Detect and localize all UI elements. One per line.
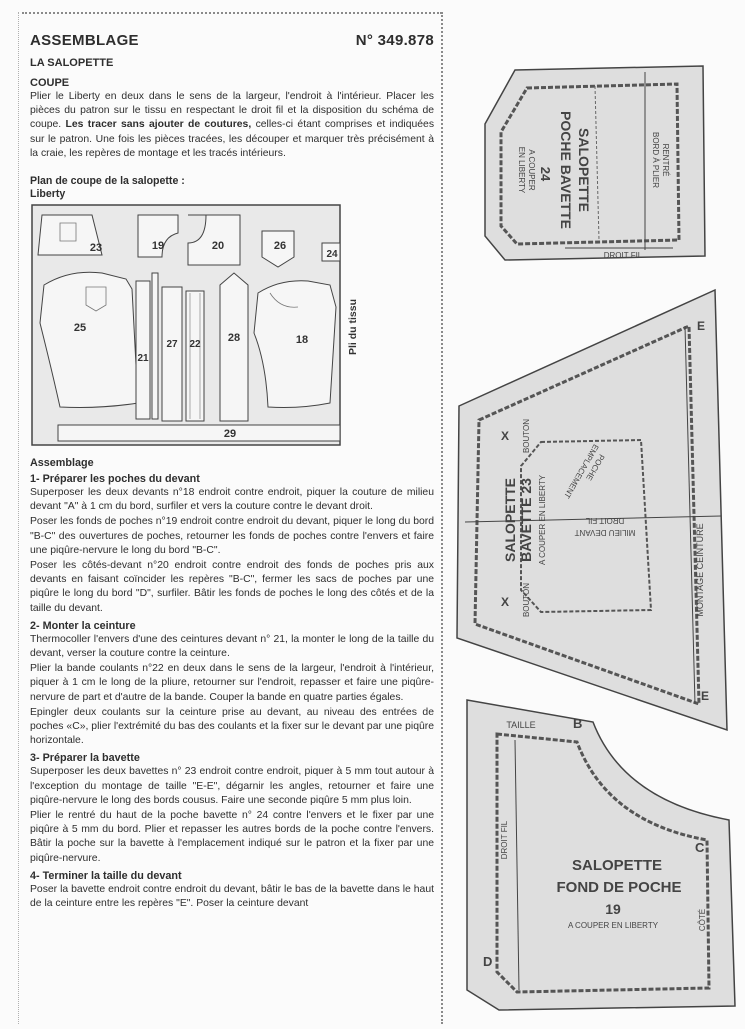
piece-24 <box>321 242 341 262</box>
piece-21 <box>135 280 151 420</box>
cut-line-top <box>22 12 442 14</box>
piece-label: 28 <box>228 332 240 344</box>
fold-label: Pli du tissu <box>347 299 359 355</box>
step1-text: Poser les côtés-devant n°20 endroit cont… <box>30 560 434 614</box>
piece-23-bouton-top: BOUTON <box>522 419 531 453</box>
step4-heading: 4- Terminer la taille du devant <box>30 869 182 882</box>
piece-23-grain: DROIT FIL <box>585 516 624 525</box>
piece-19-d: D <box>483 954 492 969</box>
piece-19-taille: TAILLE <box>506 720 535 730</box>
piece-19-line1: SALOPETTE <box>572 857 662 874</box>
step2-heading: 2- Monter la ceinture <box>30 619 136 632</box>
cutting-plan: 23 19 20 26 24 25 21 27 22 28 18 29 Pli … <box>30 203 434 449</box>
pattern-piece-19: SALOPETTE FOND DE POCHE 19 A COUPER EN L… <box>466 699 736 1011</box>
step1-heading: 1- Préparer les poches du devant <box>30 473 200 486</box>
piece-23-e-top: E <box>697 319 705 333</box>
piece-18 <box>253 280 337 409</box>
piece-23-line2: BAVETTE 23 <box>518 478 534 562</box>
piece-label: 20 <box>212 240 224 252</box>
piece-24-sub2: EN LIBERTY <box>517 147 526 194</box>
piece-23-sub: A COUPER EN LIBERTY <box>538 474 547 565</box>
piece-24-rentre2: BORD À PLIER <box>651 132 660 188</box>
piece-24-sub1: A COUPER <box>527 149 536 191</box>
piece-19-line2: FOND DE POCHE <box>556 879 681 896</box>
cutting-plan-title: Plan de coupe de la salopette : Liberty <box>30 175 185 201</box>
step2-text: Plier la bande coulants n°22 en deux dan… <box>30 663 434 703</box>
piece-label: 24 <box>326 249 338 260</box>
coupe-paragraph: Plier le Liberty en deux dans le sens de… <box>30 91 435 159</box>
piece-24-line2: POCHE BAVETTE <box>558 111 574 229</box>
piece-28 <box>219 272 249 422</box>
piece-label: 29 <box>224 428 236 440</box>
step1-text: Superposer les deux devants n°18 endroit… <box>30 487 434 513</box>
piece-22 <box>185 290 205 422</box>
piece-19-grain: DROIT FIL <box>500 820 509 859</box>
piece-24-line1: SALOPETTE <box>576 128 592 212</box>
step2-text: Epingler deux coulants sur la ceinture p… <box>30 706 434 747</box>
page-title: ASSEMBLAGE <box>30 32 139 49</box>
piece-19-sub: A COUPER EN LIBERTY <box>568 921 659 930</box>
piece-19 <box>137 214 179 258</box>
piece-23-x-top: X <box>501 429 509 443</box>
cut-line-left <box>18 12 19 1024</box>
cut-line-right <box>441 12 443 1024</box>
piece-29 <box>57 424 341 442</box>
piece-27 <box>161 286 183 422</box>
coupe-heading: COUPE <box>30 77 70 89</box>
piece-label: 19 <box>152 240 164 252</box>
piece-23-x-bottom: X <box>501 595 509 609</box>
piece-label: 22 <box>189 339 201 350</box>
piece-19-b: B <box>573 716 582 731</box>
step4-text: Poser la bavette endroit contre endroit … <box>30 883 434 910</box>
piece-26 <box>261 230 295 268</box>
assembly-title: Assemblage <box>30 457 94 470</box>
piece-23-milieu: MILIEU DEVANT <box>575 528 636 537</box>
piece-19-cote: CÔTÉ <box>698 909 707 931</box>
piece-24-number: 24 <box>538 167 553 182</box>
piece-25 <box>39 271 139 409</box>
piece-19-number: 19 <box>605 901 621 917</box>
piece-23-line1: SALOPETTE <box>502 478 518 562</box>
piece-23-bouton-bottom: BOUTON <box>522 583 531 617</box>
piece-23 <box>37 214 103 256</box>
piece-20 <box>187 214 241 266</box>
instruction-column: ASSEMBLAGE N° 349.878 LA SALOPETTE COUPE… <box>30 26 434 911</box>
piece-label: 26 <box>274 240 286 252</box>
cutting-plan-diagram: 23 19 20 26 24 25 21 27 22 28 18 29 Pli … <box>31 204 359 446</box>
piece-23-montage: MONTAGE CEINTURE <box>695 523 705 616</box>
pattern-piece-24: SALOPETTE POCHE BAVETTE 24 A COUPER EN L… <box>484 65 706 261</box>
piece-24-grain: DROIT FIL <box>604 251 643 260</box>
step3-text: Superposer les deux bavettes n° 23 endro… <box>30 766 434 806</box>
pattern-piece-23: SALOPETTE BAVETTE 23 A COUPER EN LIBERTY… <box>456 288 728 732</box>
garment-title: LA SALOPETTE <box>30 57 114 69</box>
piece-19-c: C <box>695 840 705 855</box>
pattern-number: N° 349.878 <box>355 32 434 49</box>
piece-label: 21 <box>137 353 149 364</box>
pattern-pieces-svg: SALOPETTE POCHE BAVETTE 24 A COUPER EN L… <box>456 65 736 1011</box>
piece-24-rentre1: RENTRÉ <box>661 144 670 177</box>
piece-label: 25 <box>74 322 86 334</box>
piece-label: 18 <box>296 334 308 346</box>
step3-heading: 3- Préparer la bavette <box>30 752 140 765</box>
step1-text: Poser les fonds de poches n°19 endroit c… <box>30 516 434 556</box>
step2-text: Thermocoller l'envers d'une des ceinture… <box>30 633 434 660</box>
piece-label: 23 <box>90 242 102 254</box>
step3-text: Plier le rentré du haut de la poche bave… <box>30 810 434 864</box>
piece-label: 27 <box>166 339 178 350</box>
piece-23-e-bottom: E <box>701 689 709 703</box>
header: ASSEMBLAGE N° 349.878 <box>30 32 434 49</box>
pattern-pieces: SALOPETTE POCHE BAVETTE 24 A COUPER EN L… <box>445 0 745 1024</box>
